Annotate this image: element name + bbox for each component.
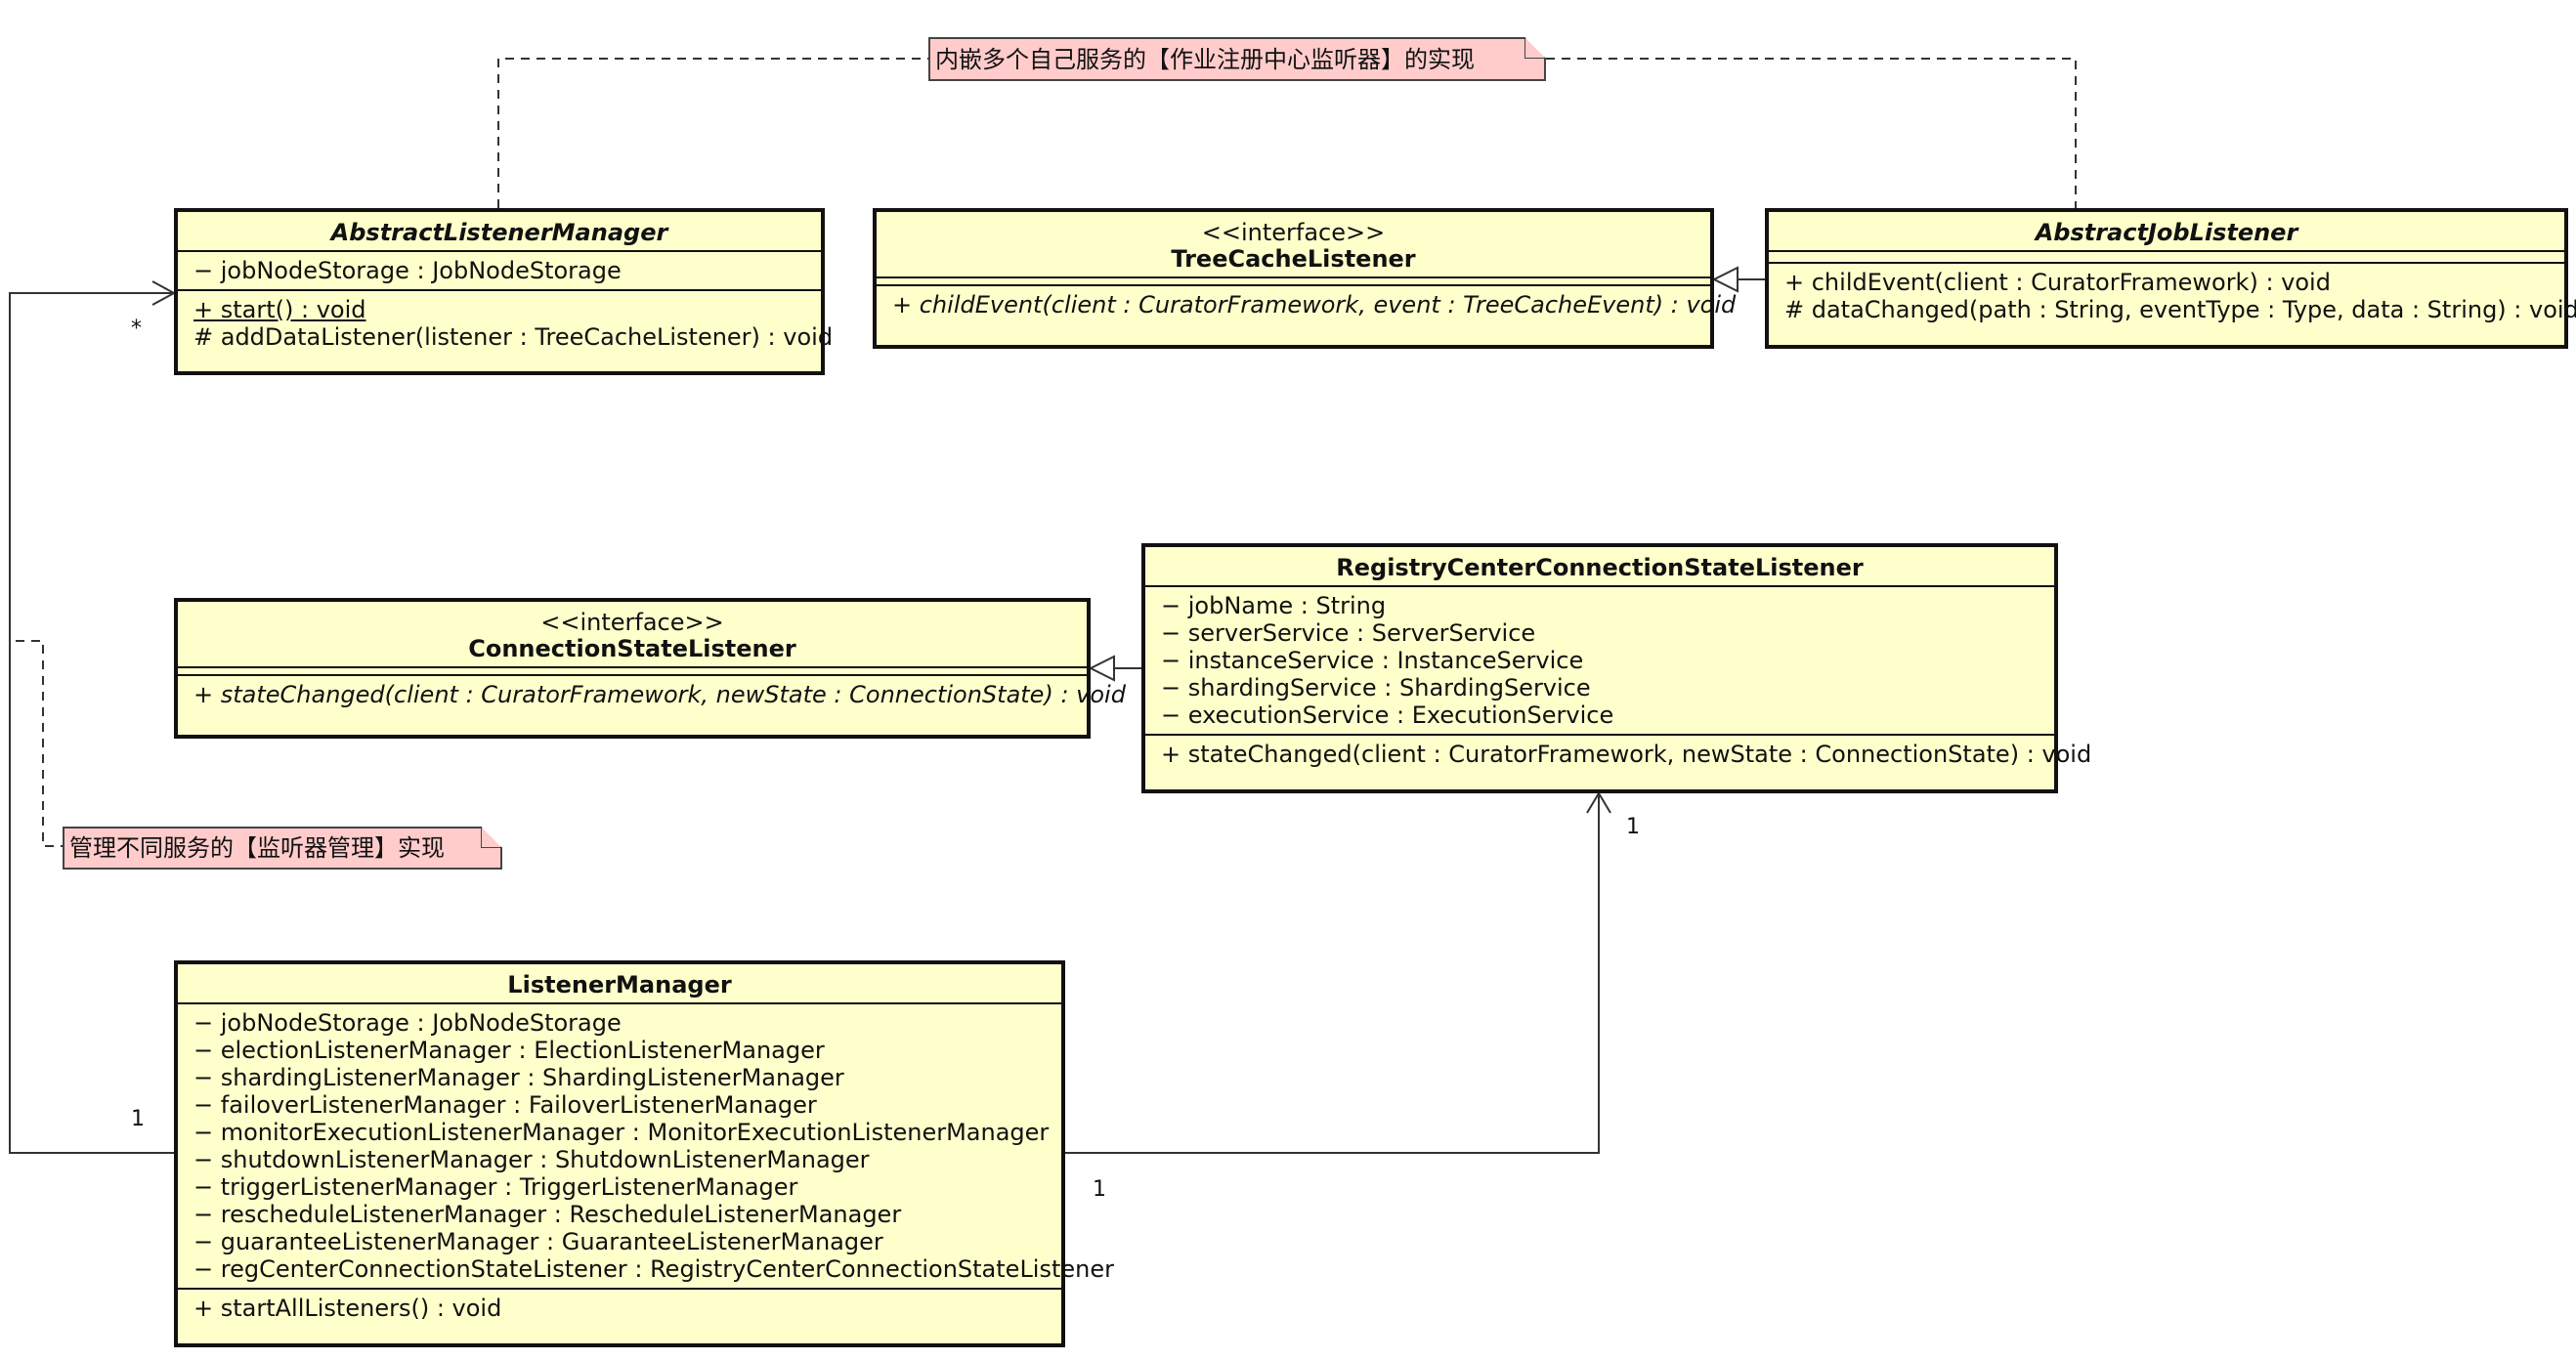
operation-row: + childEvent(client : CuratorFramework, …	[892, 291, 1737, 319]
attributes-section	[877, 278, 1710, 286]
stereotype-label: <<interface>>	[540, 609, 724, 636]
attribute-row: − jobName : String	[1161, 592, 1387, 619]
attribute-row: − rescheduleListenerManager : Reschedule…	[193, 1201, 902, 1228]
realization-triangle-connection	[1088, 655, 1115, 682]
attribute-row: − triggerListenerManager : TriggerListen…	[193, 1173, 798, 1201]
association-listener-manager-to-registry	[1065, 793, 1600, 1154]
note-anchor-manager	[16, 640, 63, 847]
operation-row: + stateChanged(client : CuratorFramework…	[1161, 741, 2092, 768]
multiplicity-registry-listener: 1	[1626, 815, 1640, 839]
operation-row: # dataChanged(path : String, eventType :…	[1784, 296, 2576, 323]
attribute-row: − electionListenerManager : ElectionList…	[193, 1037, 825, 1064]
attributes-section: − jobName : String − serverService : Ser…	[1145, 587, 2054, 736]
note-listener-impl: 内嵌多个自己服务的【作业注册中心监听器】的实现	[928, 37, 1546, 81]
class-abstract-job-listener[interactable]: AbstractJobListener + childEvent(client …	[1765, 208, 2576, 349]
class-name: RegistryCenterConnectionStateListener	[1336, 554, 1864, 581]
note-manager-impl-text: 管理不同服务的【监听器管理】实现	[69, 834, 445, 862]
attribute-row: − shardingService : ShardingService	[1161, 674, 1591, 701]
attribute-row: − shutdownListenerManager : ShutdownList…	[193, 1146, 870, 1173]
interface-tree-cache-listener[interactable]: <<interface>> TreeCacheListener + childE…	[873, 208, 1737, 349]
attribute-row: − shardingListenerManager : ShardingList…	[193, 1064, 844, 1091]
operations-section: + start() : void # addDataListener(liste…	[178, 291, 834, 356]
operation-row: + childEvent(client : CuratorFramework) …	[1784, 269, 2331, 296]
class-listener-manager[interactable]: ListenerManager − jobNodeStorage : JobNo…	[174, 960, 1114, 1347]
operations-section: + childEvent(client : CuratorFramework, …	[877, 286, 1737, 323]
attribute-row: − instanceService : InstanceService	[1161, 647, 1584, 674]
operations-section: + startAllListeners() : void	[178, 1290, 1061, 1327]
class-name: ConnectionStateListener	[468, 635, 796, 662]
note-fold-icon	[1524, 37, 1546, 59]
class-header: <<interface>> TreeCacheListener	[877, 212, 1710, 278]
class-name: ListenerManager	[507, 971, 732, 999]
operation-row: + stateChanged(client : CuratorFramework…	[193, 681, 1126, 708]
note-manager-impl: 管理不同服务的【监听器管理】实现	[63, 827, 502, 870]
note-anchor-left	[497, 58, 928, 208]
operations-section: + stateChanged(client : CuratorFramework…	[178, 676, 1126, 713]
attributes-section: − jobNodeStorage : JobNodeStorage − elec…	[178, 1004, 1114, 1290]
attribute-row: − monitorExecutionListenerManager : Moni…	[193, 1119, 1050, 1146]
attribute-row: − jobNodeStorage : JobNodeStorage	[193, 1009, 622, 1037]
attributes-section	[178, 668, 1087, 676]
class-header: RegistryCenterConnectionStateListener	[1145, 547, 2054, 587]
class-abstract-listener-manager[interactable]: AbstractListenerManager − jobNodeStorage…	[174, 208, 834, 375]
class-header: AbstractListenerManager	[178, 212, 821, 252]
class-header: AbstractJobListener	[1769, 212, 2564, 252]
class-registry-center-listener[interactable]: RegistryCenterConnectionStateListener − …	[1141, 543, 2092, 793]
class-name: TreeCacheListener	[1171, 245, 1416, 273]
operation-row: + start() : void	[193, 296, 366, 323]
class-name: AbstractJobListener	[2035, 219, 2298, 246]
attribute-row: − serverService : ServerService	[1161, 619, 1536, 647]
multiplicity-listener-manager-right: 1	[1093, 1177, 1106, 1202]
generalization-triangle-tree	[1711, 266, 1739, 293]
association-arrowhead-registry	[1586, 791, 1611, 814]
multiplicity-listener-manager-left: 1	[131, 1107, 145, 1131]
attribute-row: − guaranteeListenerManager : GuaranteeLi…	[193, 1228, 883, 1255]
association-arrowhead-abstract	[151, 280, 177, 306]
operations-section: + stateChanged(client : CuratorFramework…	[1145, 736, 2092, 773]
attribute-row: − regCenterConnectionStateListener : Reg…	[193, 1255, 1114, 1283]
operations-section: + childEvent(client : CuratorFramework) …	[1769, 264, 2576, 328]
attribute-row: − failoverListenerManager : FailoverList…	[193, 1091, 817, 1119]
note-listener-impl-text: 内嵌多个自己服务的【作业注册中心监听器】的实现	[935, 45, 1475, 73]
attributes-section	[1769, 252, 2564, 264]
operation-row: # addDataListener(listener : TreeCacheLi…	[193, 323, 834, 351]
note-fold-icon	[481, 827, 502, 848]
note-anchor-right	[1546, 58, 2077, 208]
interface-connection-state-listener[interactable]: <<interface>> ConnectionStateListener + …	[174, 598, 1126, 739]
class-header: <<interface>> ConnectionStateListener	[178, 602, 1087, 668]
stereotype-label: <<interface>>	[1201, 219, 1386, 246]
attribute-row: − jobNodeStorage : JobNodeStorage	[193, 257, 622, 284]
class-header: ListenerManager	[178, 964, 1061, 1004]
multiplicity-abstract-manager: *	[131, 317, 142, 341]
association-listener-manager-to-abstract	[9, 292, 174, 1154]
operation-row: + startAllListeners() : void	[193, 1295, 502, 1322]
attribute-row: − executionService : ExecutionService	[1161, 701, 1614, 729]
class-name: AbstractListenerManager	[330, 219, 668, 246]
attributes-section: − jobNodeStorage : JobNodeStorage	[178, 252, 821, 291]
